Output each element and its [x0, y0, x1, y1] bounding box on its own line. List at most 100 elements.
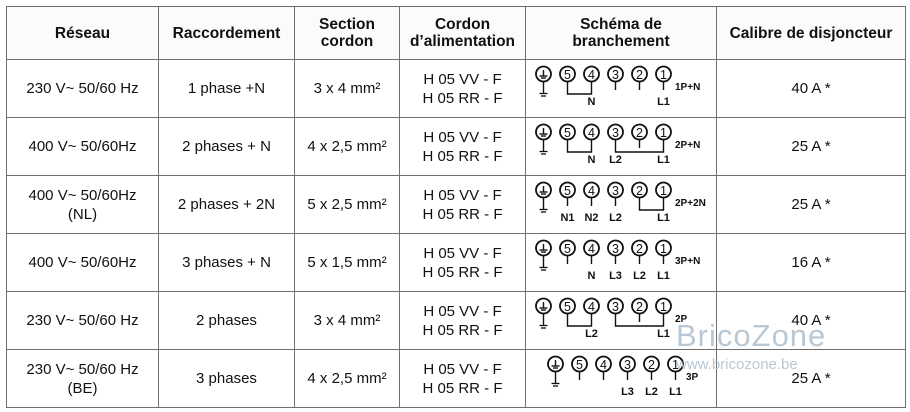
- bridge-wire: [614, 148, 665, 153]
- table-row: 400 V~ 50/60Hz (NL) 2 phases + 2N 5 x 2,…: [6, 175, 906, 234]
- cell-calibre: 25 A *: [716, 349, 906, 408]
- terminal-number: 1: [660, 68, 667, 82]
- table-row: 400 V~ 50/60Hz 2 phases + N 4 x 2,5 mm² …: [6, 117, 906, 176]
- earth-terminal-icon: [547, 355, 564, 387]
- earth-terminal-icon: [535, 297, 552, 329]
- header-row: Réseau Raccordement Section cordon Cordo…: [6, 6, 906, 60]
- terminal-number: 5: [564, 242, 571, 256]
- table-row: 230 V~ 50/60 Hz 2 phases 3 x 4 mm² H 05 …: [6, 291, 906, 350]
- cell-reseau: 230 V~ 50/60 Hz (BE): [6, 349, 159, 408]
- cell-cordon: H 05 VV - F H 05 RR - F: [399, 291, 526, 350]
- terminal-number: 1: [672, 358, 679, 372]
- phase-label: L2: [645, 386, 658, 398]
- terminal-number: 5: [564, 184, 571, 198]
- cell-raccordement: 2 phases + N: [158, 117, 295, 176]
- terminal-number: 4: [588, 300, 595, 314]
- cell-section: 5 x 2,5 mm²: [294, 175, 400, 234]
- cell-cordon: H 05 VV - F H 05 RR - F: [399, 349, 526, 408]
- cell-calibre: 25 A *: [716, 175, 906, 234]
- terminal-number: 5: [564, 126, 571, 140]
- cell-reseau: 230 V~ 50/60 Hz: [6, 59, 159, 118]
- header-calibre-disjoncteur: Calibre de disjoncteur: [716, 6, 906, 60]
- terminal-number: 3: [624, 358, 631, 372]
- phase-label: L3: [621, 386, 634, 398]
- phase-label: L2: [609, 212, 622, 224]
- cell-reseau: 400 V~ 50/60Hz: [6, 117, 159, 176]
- bridge-wire: [566, 90, 593, 95]
- terminal-icon: 4: [583, 239, 600, 264]
- terminal-number: 4: [588, 126, 595, 140]
- terminal-number: 3: [612, 242, 619, 256]
- terminal-icon: 2: [631, 297, 648, 322]
- terminal-icon: 4: [595, 355, 612, 380]
- earth-terminal-icon: [535, 123, 552, 155]
- phase-label: L2: [585, 328, 598, 340]
- phase-label: N: [588, 270, 596, 282]
- terminal-icon: 3: [607, 181, 624, 206]
- earth-terminal-icon: [535, 65, 552, 97]
- terminal-icon: 3: [607, 65, 624, 90]
- wiring-diagram: 5 4 3 2 1L3 L2 L1 3P: [547, 355, 699, 398]
- phase-label: N2: [584, 212, 598, 224]
- table-row: 230 V~ 50/60 Hz (BE) 3 phases 4 x 2,5 mm…: [6, 349, 906, 408]
- connection-code: 1P+N: [675, 82, 700, 93]
- phase-label: N: [588, 154, 596, 166]
- connection-code: 3P: [686, 372, 699, 383]
- terminal-number: 2: [648, 358, 655, 372]
- terminal-icon: 2: [643, 355, 660, 380]
- terminal-icon: 4: [583, 65, 600, 90]
- terminal-number: 4: [600, 358, 607, 372]
- terminal-icon: 5: [559, 239, 576, 264]
- terminal-number: 4: [588, 242, 595, 256]
- bridge-wire: [566, 148, 593, 153]
- terminal-icon: 2: [631, 123, 648, 148]
- terminal-icon: 1: [655, 123, 672, 148]
- terminal-icon: 3: [607, 123, 624, 148]
- terminal-number: 5: [576, 358, 583, 372]
- connection-code: 3P+N: [675, 256, 700, 267]
- terminal-icon: 2: [631, 239, 648, 264]
- phase-label: L1: [657, 328, 670, 340]
- terminal-number: 4: [588, 68, 595, 82]
- terminal-icon: 1: [655, 297, 672, 322]
- connection-code: 2P+2N: [675, 198, 706, 209]
- terminal-number: 3: [612, 68, 619, 82]
- cell-raccordement: 3 phases: [158, 349, 295, 408]
- terminal-icon: 5: [559, 123, 576, 148]
- phase-label: L2: [609, 154, 622, 166]
- terminal-icon: 5: [571, 355, 588, 380]
- phase-label: L1: [657, 270, 670, 282]
- phase-label: N: [588, 96, 596, 108]
- phase-label: L1: [657, 96, 670, 108]
- table-row: 230 V~ 50/60 Hz 1 phase +N 3 x 4 mm² H 0…: [6, 59, 906, 118]
- wiring-table: Réseau Raccordement Section cordon Cordo…: [6, 6, 906, 408]
- terminal-number: 1: [660, 300, 667, 314]
- terminal-icon: 1: [655, 239, 672, 264]
- phase-label: N1: [560, 212, 574, 224]
- terminal-icon: 3: [619, 355, 636, 380]
- cell-raccordement: 3 phases + N: [158, 233, 295, 292]
- phase-label: L1: [657, 154, 670, 166]
- terminal-number: 2: [636, 184, 643, 198]
- terminal-number: 3: [612, 184, 619, 198]
- cell-section: 5 x 1,5 mm²: [294, 233, 400, 292]
- terminal-icon: 5: [559, 65, 576, 90]
- phase-label: L1: [669, 386, 682, 398]
- connection-code: 2P+N: [675, 140, 700, 151]
- terminal-icon: 4: [583, 181, 600, 206]
- cell-cordon: H 05 VV - F H 05 RR - F: [399, 175, 526, 234]
- header-raccordement: Raccordement: [158, 6, 295, 60]
- phase-label: L2: [633, 270, 646, 282]
- terminal-icon: 3: [607, 239, 624, 264]
- header-schema-branchement: Schéma de branchement: [525, 6, 717, 60]
- cell-section: 4 x 2,5 mm²: [294, 349, 400, 408]
- terminal-icon: 5: [559, 297, 576, 322]
- cell-calibre: 40 A *: [716, 59, 906, 118]
